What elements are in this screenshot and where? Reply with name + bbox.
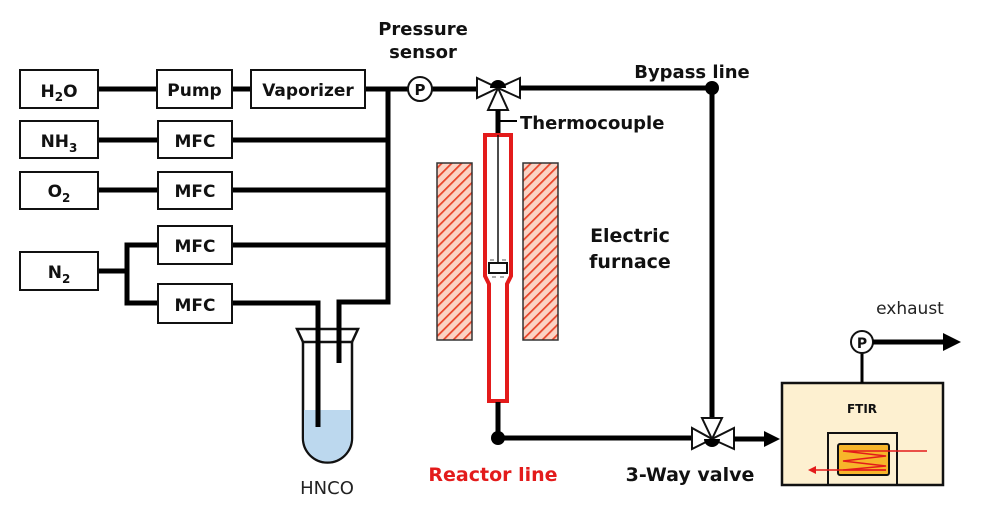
pressure-sensor: Pressure sensor P — [378, 19, 478, 102]
svg-text:P: P — [415, 81, 426, 99]
svg-text:FTIR: FTIR — [847, 402, 877, 416]
reactor-line-label: Reactor line — [428, 464, 557, 486]
source-h2o: H2O — [19, 69, 99, 109]
svg-text:N2: N2 — [48, 263, 71, 286]
hnco-liquid — [304, 410, 351, 462]
bypass-line-label: Bypass line — [634, 62, 750, 83]
source-nh3: NH3 — [19, 120, 99, 159]
vaporizer: Vaporizer — [250, 69, 366, 109]
top-three-way-valve-icon — [476, 76, 521, 111]
furnace-right-heater — [522, 162, 559, 341]
mfc-nh3: MFC — [157, 120, 233, 159]
exhaust-arrow-icon — [943, 333, 961, 351]
bubbler-stopper — [295, 327, 360, 344]
svg-text:Pump: Pump — [167, 81, 221, 101]
exhaust-label: exhaust — [876, 299, 944, 319]
manifold-vertical — [336, 89, 391, 363]
source-o2: O2 — [19, 171, 99, 210]
gas-cell-housing — [827, 432, 898, 486]
hnco-bubbler: HNCO — [295, 310, 360, 499]
flow-arrow-icon — [764, 431, 780, 447]
svg-text:O2: O2 — [48, 182, 71, 205]
mfc-n2-upper: MFC — [157, 225, 233, 265]
svg-text:MFC: MFC — [174, 296, 215, 316]
three-way-valve-label: 3-Way valve — [626, 464, 755, 486]
ir-beam-arrow-icon — [808, 466, 816, 474]
electric-furnace-label: Electric — [590, 225, 670, 247]
pump: Pump — [156, 69, 233, 109]
svg-text:MFC: MFC — [174, 237, 215, 257]
bottom-three-way-valve-icon — [691, 417, 735, 451]
hnco-label: HNCO — [300, 478, 354, 499]
svg-text:MFC: MFC — [174, 182, 215, 202]
pressure-gauge-icon — [407, 76, 433, 102]
mfc-n2-lower: MFC — [157, 283, 233, 324]
feed-pipes — [98, 86, 408, 427]
pipe-n2-split — [124, 242, 158, 306]
furnace-left-heater — [436, 162, 473, 341]
reactor-tube — [483, 133, 513, 403]
catalyst-bed — [488, 262, 508, 274]
svg-text:sensor: sensor — [389, 42, 457, 63]
source-n2: N2 — [19, 251, 99, 291]
svg-text:Vaporizer: Vaporizer — [262, 81, 354, 101]
thermocouple-label: Thermocouple — [520, 113, 664, 134]
svg-text:H2O: H2O — [40, 82, 77, 104]
svg-text:furnace: furnace — [589, 251, 671, 273]
svg-text:P: P — [857, 336, 867, 352]
ftir-analyzer: FTIR — [780, 381, 945, 487]
svg-text:NH3: NH3 — [41, 132, 78, 155]
svg-text:Pressure: Pressure — [378, 19, 468, 40]
svg-text:MFC: MFC — [174, 132, 215, 152]
mfc-o2: MFC — [157, 171, 233, 210]
